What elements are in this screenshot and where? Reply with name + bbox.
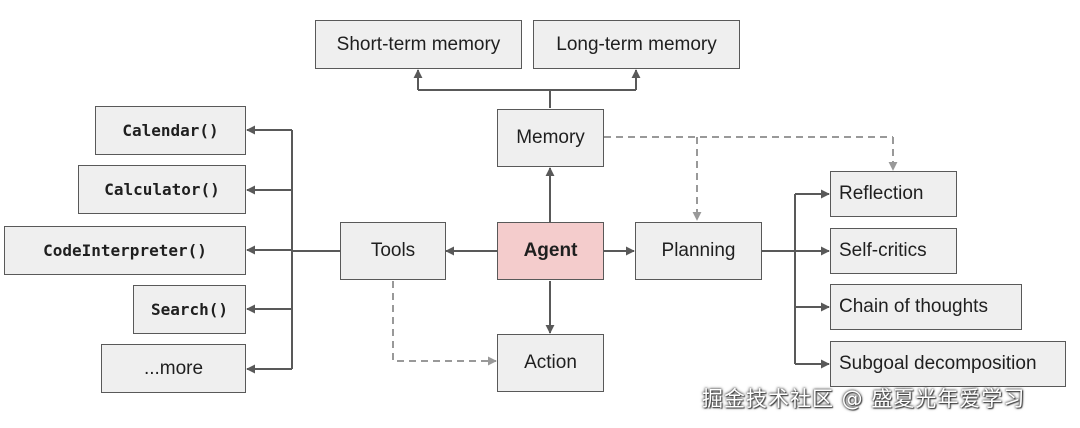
memory-node: Memory — [497, 109, 604, 167]
tools-node: Tools — [340, 222, 446, 280]
planning-reflection-node: Reflection — [830, 171, 957, 217]
planning-self-critics-node: Self-critics — [830, 228, 957, 274]
tool-more-node: ...more — [101, 344, 246, 393]
tool-search-node: Search() — [133, 285, 246, 334]
planning-node: Planning — [635, 222, 762, 280]
dashed-arrow-tools-to-action — [392, 281, 497, 366]
tool-calculator-node: Calculator() — [78, 165, 246, 214]
watermark: 掘金技术社区 @ 盛夏光年爱学习 — [702, 387, 1026, 411]
long-term-memory-node: Long-term memory — [533, 20, 740, 69]
short-term-memory-node: Short-term memory — [315, 20, 522, 69]
action-node: Action — [497, 334, 604, 392]
planning-chain-of-thoughts-node: Chain of thoughts — [830, 284, 1022, 330]
tool-calendar-node: Calendar() — [95, 106, 246, 155]
agent-node: Agent — [497, 222, 604, 280]
planning-subgoal-node: Subgoal decomposition — [830, 341, 1066, 387]
tool-codeinterpreter-node: CodeInterpreter() — [4, 226, 246, 275]
